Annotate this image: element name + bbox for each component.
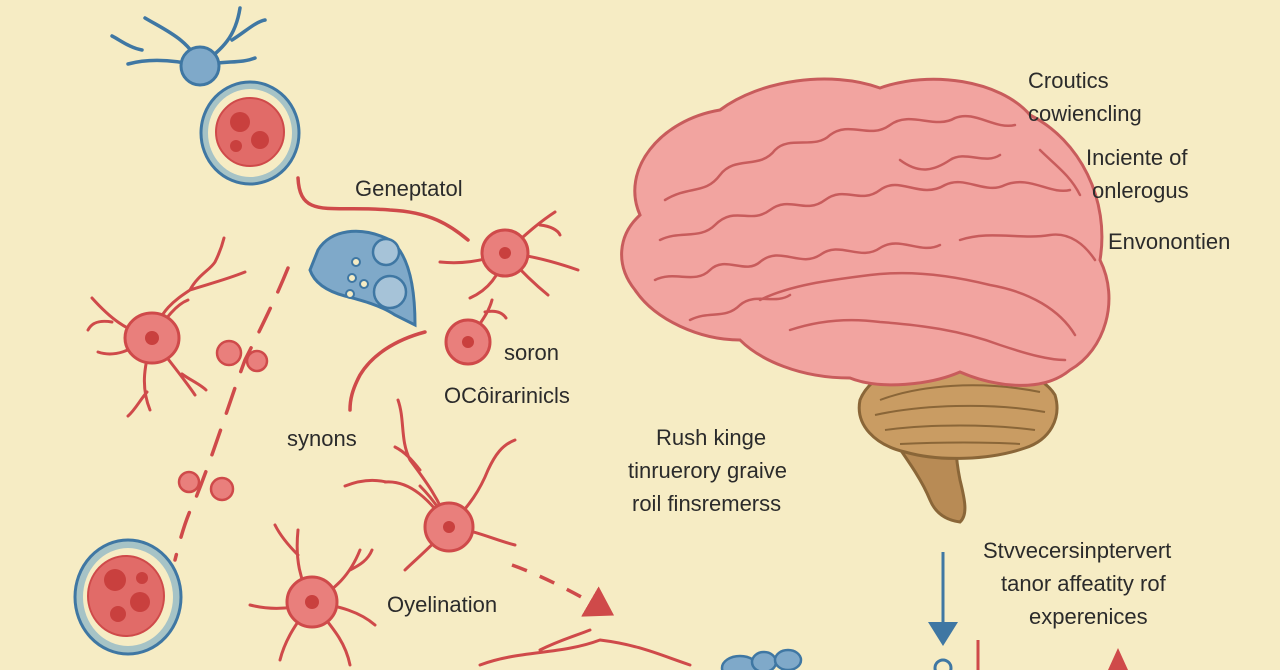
connector-mid (348, 330, 427, 412)
red-neuron-bottom (248, 523, 377, 667)
label-envonontien: Envonontien (1108, 229, 1231, 254)
label-soron: soron (504, 340, 560, 365)
dashed-pathway-left (173, 266, 290, 562)
label-tanor-affeatity: tanor affeatity rof (1001, 571, 1166, 596)
cerebrum (620, 77, 1111, 387)
red-neuron-soron (444, 298, 508, 366)
label-stvvecersinptervert: Stvvecersinptervert (983, 538, 1172, 563)
label-rush-kinge: Rush kinge (656, 425, 767, 450)
brain (620, 77, 1111, 524)
cell-nucleus-top (199, 80, 301, 186)
label-inciente-of: Inciente of (1086, 145, 1188, 170)
red-neuron-upper (438, 210, 580, 300)
label-cowiencling: cowiencling (1028, 101, 1142, 126)
label-synons: synons (287, 426, 357, 451)
blue-neuron-top (110, 6, 267, 87)
connector-top (296, 176, 470, 242)
label-roil-finsremerss: roil finsremerss (632, 491, 782, 516)
label-croutics: Croutics (1028, 68, 1109, 93)
cell-nucleus-bottom (73, 538, 183, 656)
label-tinruerory-graive: tinruerory graive (628, 458, 787, 483)
label-oyelination: Oyelination (387, 592, 498, 617)
vesicles (177, 339, 269, 502)
blue-blobs-bottom (720, 648, 803, 670)
red-arrow-up (1108, 648, 1128, 670)
label-onlerogus: onlerogus (1092, 178, 1189, 203)
bottom-branches (478, 628, 692, 667)
red-neuron-left (86, 236, 247, 418)
blue-organelle-cluster (308, 229, 417, 328)
dashed-arrow-bottom (511, 563, 615, 617)
label-experenices: experenices (1029, 604, 1148, 629)
label-ocoirarinicls: OCôirarinicls (444, 383, 570, 408)
label-geneptatol: Geneptatol (355, 176, 463, 201)
red-neuron-synons (343, 398, 517, 572)
blue-circle-bottom (933, 658, 953, 670)
